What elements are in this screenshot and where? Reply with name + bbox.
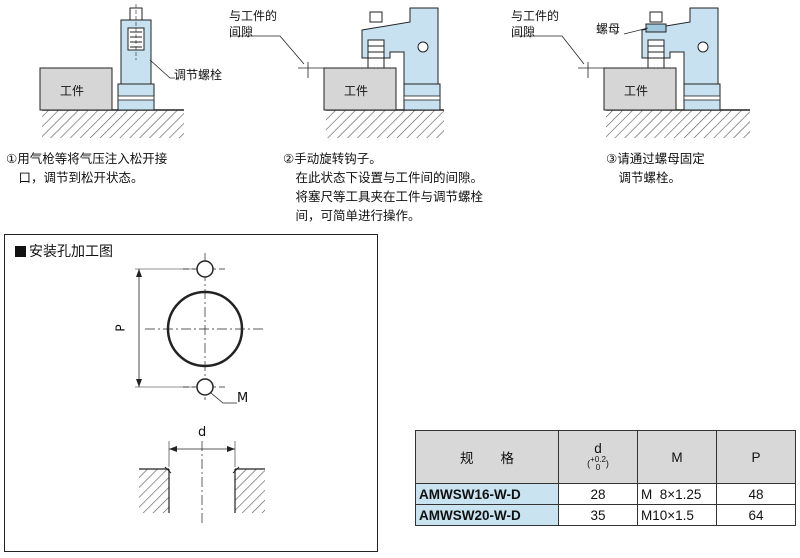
step1-workpiece-label: 工件 xyxy=(60,84,85,98)
header-model: 规 格 xyxy=(415,430,559,484)
step2-ground xyxy=(326,110,444,138)
step-diagrams xyxy=(39,4,750,138)
step1-ground xyxy=(42,110,184,138)
row-m: M 8×1.25 xyxy=(637,483,717,505)
step1-bolt-label: 调节螺栓 xyxy=(174,68,223,82)
install-hole-drawing xyxy=(135,253,265,525)
section-right-wall xyxy=(235,469,265,513)
step1-diagram xyxy=(39,4,184,138)
row-m: M10×1.5 xyxy=(637,504,717,526)
step2-workpiece-label: 工件 xyxy=(344,84,369,98)
step2-description: ②手动旋转钩子。 在此状态下设置与工件间的间隙。 将塞尺等工具夹在工件与调节螺栓… xyxy=(283,151,484,223)
table-row: AMWSW16-W-D 28 M 8×1.25 48 xyxy=(415,483,796,505)
step3-nut xyxy=(645,23,667,33)
header-p: P xyxy=(716,430,796,484)
step1-workpiece xyxy=(39,67,113,111)
step3-workpiece-label: 工件 xyxy=(624,84,649,98)
square-bullet-icon xyxy=(15,246,26,257)
step3-description: ③请通过螺母固定 调节螺栓。 xyxy=(606,151,705,185)
row-model: AMWSW20-W-D xyxy=(415,504,559,526)
row-d: 35 xyxy=(558,504,638,526)
step3-nut-label: 螺母 xyxy=(596,22,621,36)
step3-gap-label: 与工件的 间隙 xyxy=(511,9,560,39)
row-d: 28 xyxy=(558,483,638,505)
top-tap-hole xyxy=(196,260,214,278)
dim-d-label: d xyxy=(198,425,207,440)
step1-description: ①用气枪等将气压注入松开接 口，调节到松开状态。 xyxy=(6,151,168,185)
install-hole-title: 安装孔加工图 xyxy=(15,241,113,261)
dim-p-label: P xyxy=(113,324,128,332)
table-row: AMWSW20-W-D 35 M10×1.5 64 xyxy=(415,504,796,526)
row-p: 64 xyxy=(716,504,796,526)
dim-m-label: M xyxy=(237,391,249,406)
install-hole-panel: 安装孔加工图 xyxy=(4,234,378,552)
step3-diagram xyxy=(512,7,750,138)
row-model: AMWSW16-W-D xyxy=(415,483,559,505)
step3-ground xyxy=(606,110,750,138)
step3-workpiece xyxy=(603,67,677,111)
bottom-tap-hole xyxy=(196,378,214,396)
section-left-wall xyxy=(139,469,169,513)
row-p: 48 xyxy=(716,483,796,505)
step2-gap-label: 与工件的 间隙 xyxy=(229,9,278,39)
step2-diagram xyxy=(230,7,444,138)
center-bore xyxy=(166,290,244,368)
header-m: M xyxy=(637,430,717,484)
step2-workpiece xyxy=(323,67,397,111)
